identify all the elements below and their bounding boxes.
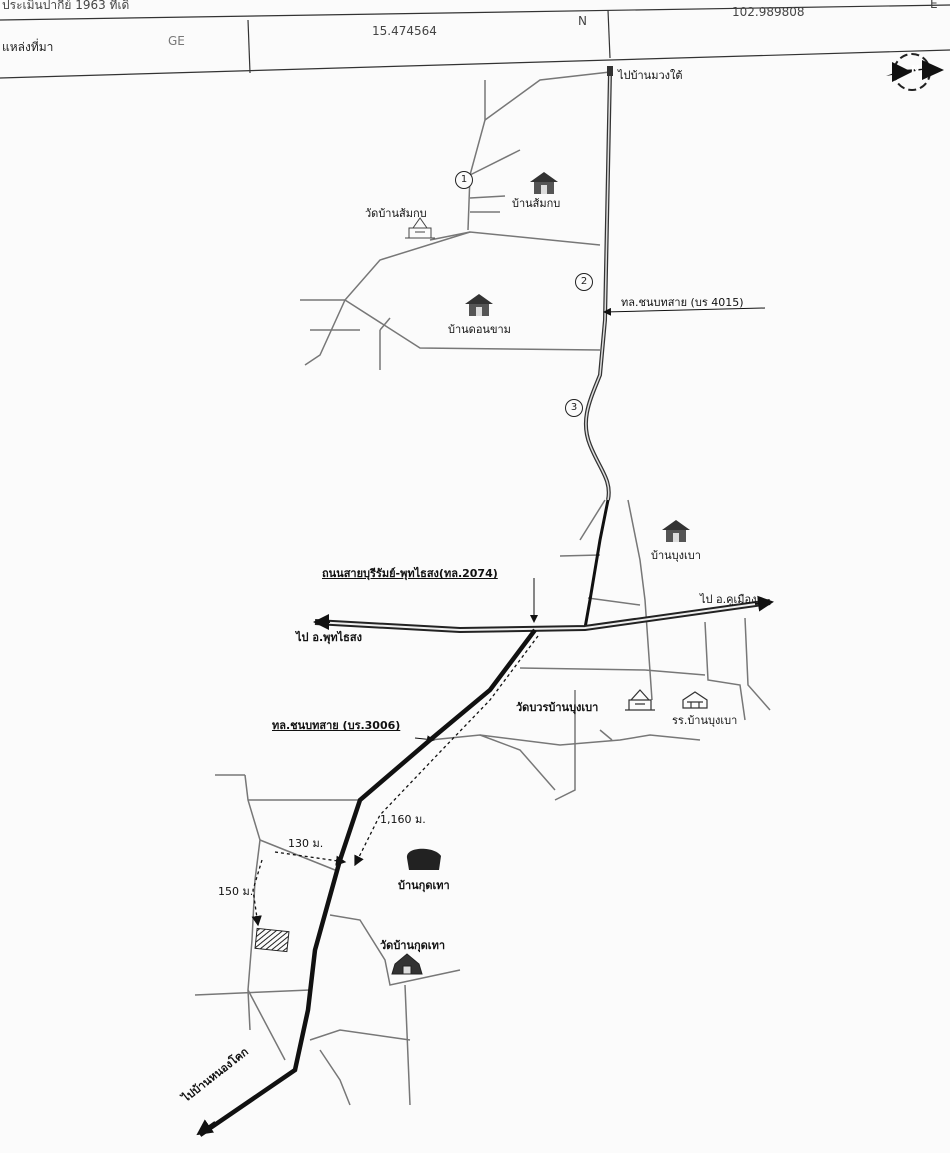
distance-1160: 1,160 ม. [380,813,426,826]
longitude-value: 102.989808 [732,5,805,19]
label-wat-ban-som-kob: วัดบ้านส้มกบ [365,207,427,220]
label-to-ban-muang-tai: ไปบ้านมวงใต้ [618,69,683,82]
label-ban-bung-bao: บ้านบุงเบา [651,549,701,562]
row1-label: ประเมินปากีย์ 1963 ทีเดิ [2,0,130,12]
village-icon [662,520,690,542]
village-icon [406,848,441,870]
coordinate-table-grid [0,4,950,79]
source-label: แหล่งที่มา [2,40,54,54]
road-endpoint-marker [607,66,613,76]
label-wat-kut-thao: วัดบ้านกุดเทา [380,939,445,952]
label-ban-don-kham: บ้านดอนขาม [448,323,511,336]
label-to-phutthaisong: ไป อ.พุทไธสง [296,631,362,644]
temple-icon [391,953,423,975]
highway-2074 [314,599,771,634]
label-road-3006: ทล.ชนบทสาย (บร.3006) [272,719,401,732]
road-to-bung-bao [583,499,610,629]
label-wat-bung-bao: วัดบวรบ้านบุงเบา [516,701,599,714]
marker-2: 2 [575,273,593,291]
rural-road-4015 [583,71,612,501]
north-arrow-icon [886,53,944,91]
source-value: GE [168,34,185,48]
label-to-khu-mueang: ไป อ.คูเมือง [700,593,757,606]
marker-3: 3 [565,399,583,417]
arrow-south-icon [196,1119,216,1136]
latitude-value: 15.474564 [372,24,437,38]
label-highway-2074: ถนนสายบุรีรัมย์-พุทไธสง(ทล.2074) [322,567,498,580]
label-road-4015: ทล.ชนบทสาย (บร 4015) [621,296,744,309]
school-icon [682,691,708,709]
temple-icon [625,689,655,711]
label-ban-som-kob: บ้านส้มกบ [512,197,561,210]
target-site-marker [254,927,290,953]
temple-icon [405,217,435,239]
latitude-direction: N [578,14,587,28]
distance-130: 130 ม. [288,837,324,850]
marker-1: 1 [455,171,473,189]
leader-3006 [414,735,435,744]
label-ban-kut-thao: บ้านกุดเทา [398,879,450,892]
village-icon [465,294,493,316]
leader-4015 [603,307,766,316]
local-roads [194,71,771,1106]
arrow-east-icon [754,595,774,612]
village-icon [530,172,558,194]
compass-letter: N [911,64,920,75]
distance-150: 150 ม. [218,885,254,898]
coordinate-table: ประเมินปากีย์ 1963 ทีเดิ แหล่งที่มา GE 1… [0,0,950,80]
longitude-direction: E [930,0,938,11]
label-school-bung-bao: รร.บ้านบุงเบา [672,714,738,727]
distance-lines [251,635,539,927]
